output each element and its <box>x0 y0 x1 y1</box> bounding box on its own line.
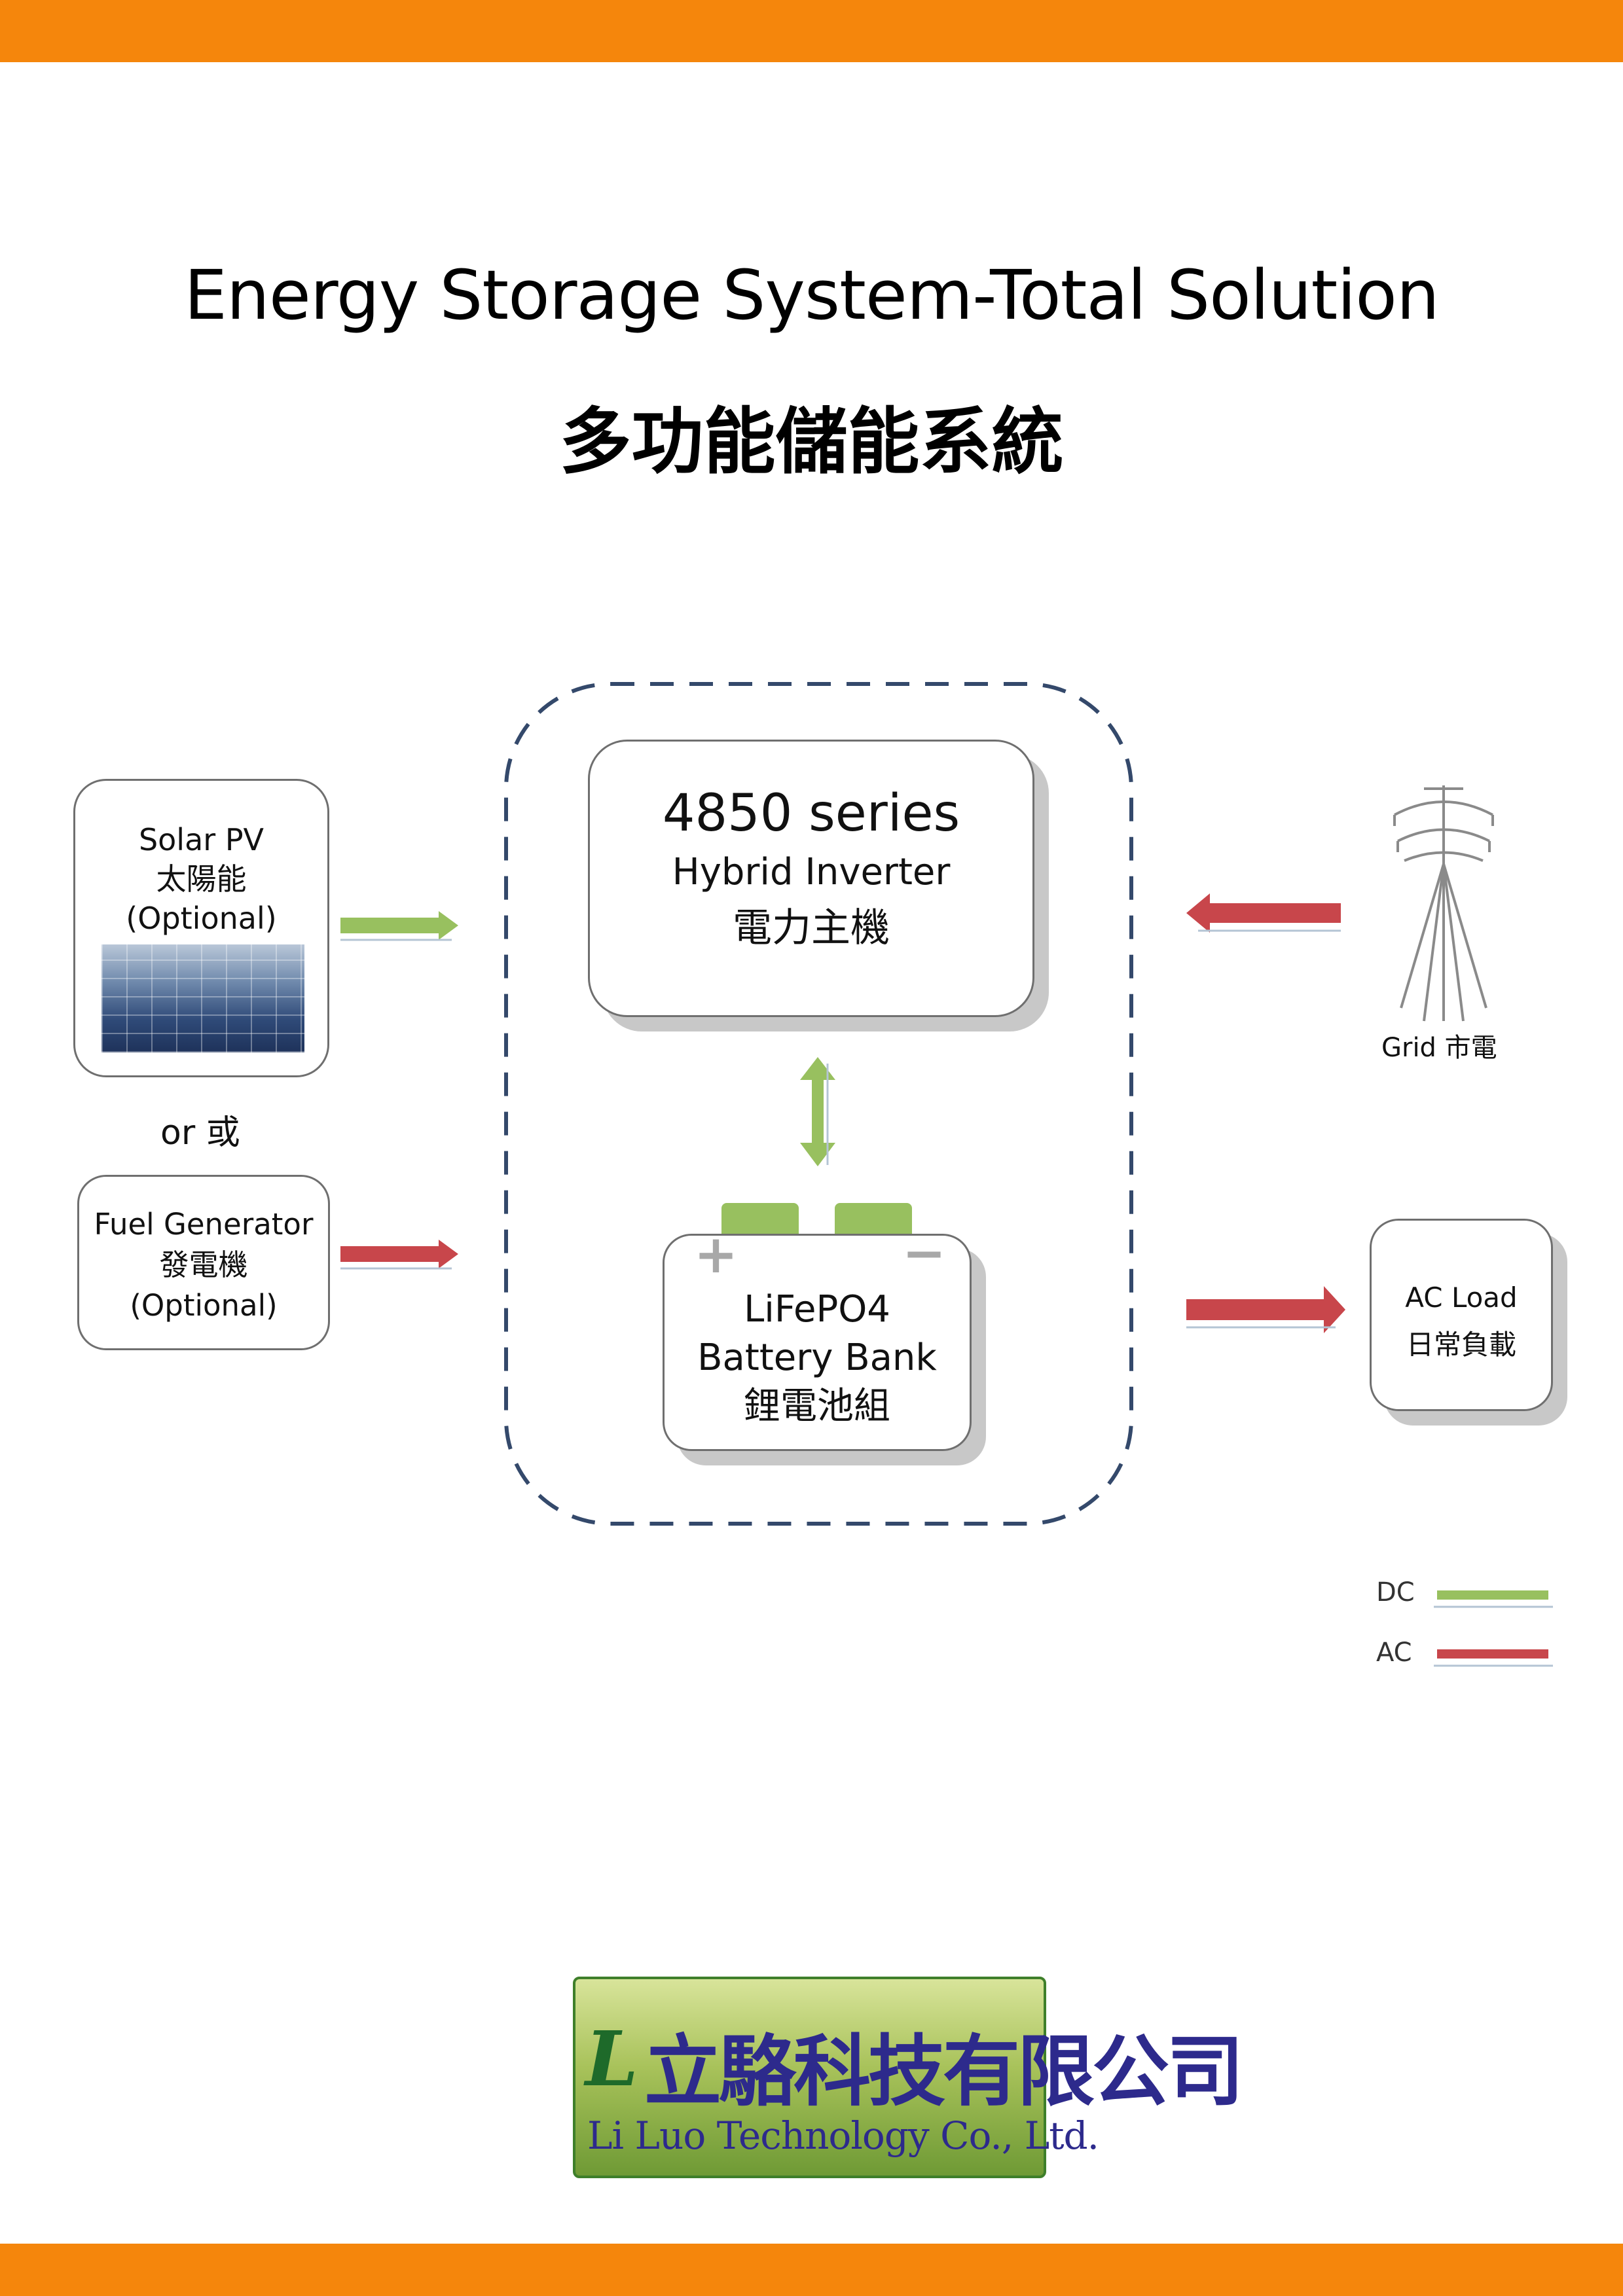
inverter-series: 4850 series <box>662 784 960 843</box>
minus-icon: − <box>902 1223 947 1283</box>
fuel-optional: (Optional) <box>130 1288 278 1323</box>
acload-label-zh: 日常負載 <box>1406 1329 1516 1361</box>
solar-optional: (Optional) <box>126 901 277 936</box>
plus-icon: + <box>694 1224 739 1285</box>
top-orange-band <box>0 0 1623 62</box>
company-logo: L 立駱科技有限公司 Li Luo Technology Co., Ltd. <box>573 1977 1244 2178</box>
or-label: or 或 <box>160 1113 240 1153</box>
ac-load-node: AC Load 日常負載 <box>1370 1219 1553 1411</box>
system-boundary <box>504 682 1133 1526</box>
acload-label-en: AC Load <box>1405 1282 1518 1314</box>
fuel-label-en: Fuel Generator <box>94 1207 314 1242</box>
ac-arrow-fuel <box>340 1240 458 1270</box>
logo-mark: L <box>585 2015 638 2104</box>
battery-label-en: Battery Bank <box>697 1336 937 1379</box>
solar-panel-image <box>101 944 304 1052</box>
battery-bank-node: LiFePO4 Battery Bank 鋰電池組 <box>663 1234 972 1451</box>
dc-arrow-inverter-battery <box>800 1057 835 1166</box>
fuel-generator-node: Fuel Generator 發電機 (Optional) <box>77 1175 330 1350</box>
battery-label-zh: 鋰電池組 <box>744 1385 890 1427</box>
power-tower-icon <box>1393 785 1494 1022</box>
legend-ac-label: AC <box>1376 1638 1412 1668</box>
page-title-zh: 多功能儲能系統 <box>559 400 1064 484</box>
logo-company-zh: 立駱科技有限公司 <box>644 2026 1244 2117</box>
logo-company-en: Li Luo Technology Co., Ltd. <box>587 2113 1099 2158</box>
page-title-en: Energy Storage System-Total Solution <box>184 255 1440 335</box>
dc-arrow-solar <box>340 911 458 941</box>
solar-pv-node: Solar PV 太陽能 (Optional) <box>73 779 329 1077</box>
grid-label: Grid 市電 <box>1381 1033 1497 1063</box>
inverter-label-zh: 電力主機 <box>733 905 890 951</box>
inverter-label-en: Hybrid Inverter <box>672 851 951 893</box>
legend-dc-label: DC <box>1376 1577 1415 1607</box>
bottom-orange-band <box>0 2244 1623 2296</box>
solar-label-zh: 太陽能 <box>156 861 247 897</box>
battery-terminal-positive <box>721 1203 799 1236</box>
solar-label-en: Solar PV <box>138 822 264 857</box>
legend-ac-line <box>1434 1649 1553 1667</box>
legend-dc-line <box>1434 1590 1553 1608</box>
hybrid-inverter-node: 4850 series Hybrid Inverter 電力主機 <box>588 740 1034 1017</box>
battery-terminal-negative <box>835 1203 912 1236</box>
fuel-label-zh: 發電機 <box>159 1247 248 1282</box>
ac-arrow-load <box>1186 1286 1345 1333</box>
ac-arrow-grid <box>1186 893 1341 933</box>
battery-chem: LiFePO4 <box>744 1288 890 1331</box>
